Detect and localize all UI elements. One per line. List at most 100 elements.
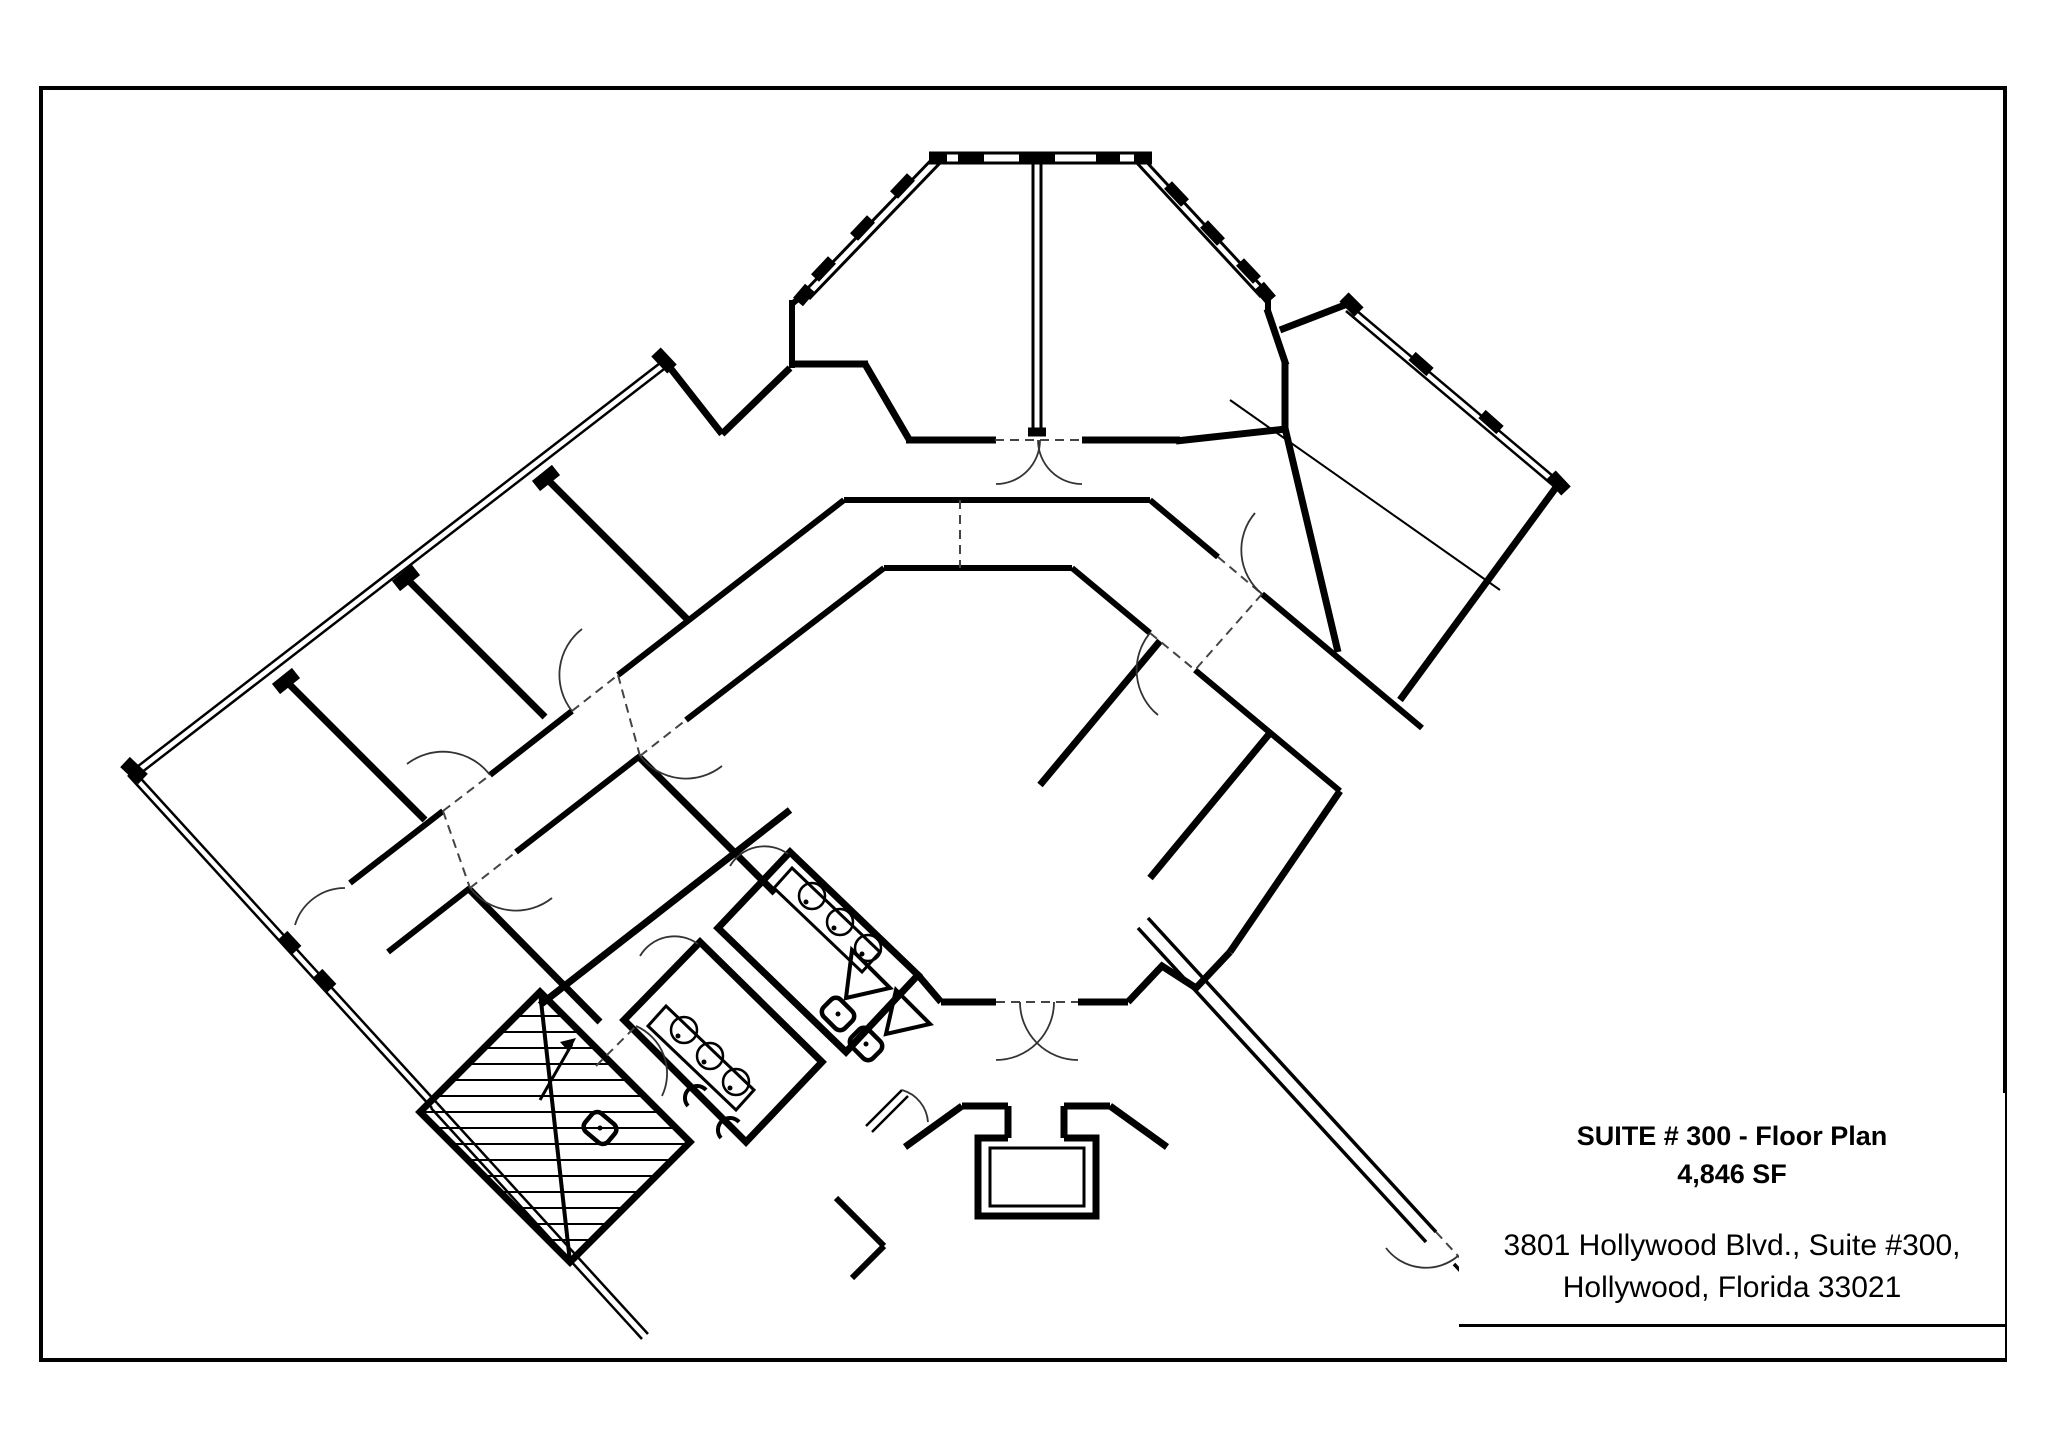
wall xyxy=(661,357,725,437)
wall xyxy=(537,807,793,1008)
door-swing-arc xyxy=(635,1025,668,1097)
wall xyxy=(616,497,846,678)
wall xyxy=(807,160,943,301)
wall xyxy=(1148,497,1220,560)
wall xyxy=(538,1043,574,1101)
wall xyxy=(1107,1103,1170,1150)
wall xyxy=(684,565,886,723)
wall xyxy=(488,708,574,778)
toilet-icon xyxy=(847,1025,885,1063)
fixture-dot-icon xyxy=(675,1033,681,1039)
wall xyxy=(1136,926,1428,1244)
toilet-icon xyxy=(581,1109,619,1147)
door-opening-dashed xyxy=(617,674,641,757)
wall xyxy=(1260,591,1424,731)
wall xyxy=(1175,425,1287,445)
wall xyxy=(713,847,923,1057)
wall xyxy=(811,256,836,282)
sink-icon xyxy=(669,1015,699,1045)
door-openings-group xyxy=(442,439,1461,1259)
door-swing-arc xyxy=(469,887,553,912)
wall xyxy=(637,755,778,896)
door-swing-arc xyxy=(1019,1001,1079,1061)
wall xyxy=(313,968,337,993)
wall xyxy=(127,774,433,1109)
sink-icon xyxy=(721,1067,751,1097)
wall xyxy=(278,930,302,955)
wall xyxy=(386,885,472,955)
door-swing-arc xyxy=(1240,512,1263,595)
fixture-dot-icon xyxy=(727,1085,733,1091)
sink-icon xyxy=(695,1041,725,1071)
toilet-icon xyxy=(819,995,857,1033)
door-opening-dashed xyxy=(1194,593,1263,671)
sink-icon xyxy=(797,881,827,911)
door-opening-dashed xyxy=(469,851,517,889)
wall xyxy=(619,937,827,1148)
plan-title-line1: SUITE # 300 - Floor Plan xyxy=(1576,1121,1888,1151)
door-opening-dashed xyxy=(442,774,491,812)
wall xyxy=(542,474,691,623)
wall xyxy=(1397,479,1563,703)
plan-address: 3801 Hollywood Blvd., Suite #300, Hollyw… xyxy=(1459,1225,2005,1309)
wall xyxy=(871,1095,909,1133)
wall xyxy=(282,677,428,823)
wall xyxy=(883,986,934,1037)
wall xyxy=(1254,281,1276,305)
wall xyxy=(402,574,548,720)
door-swing-arc xyxy=(1037,439,1083,485)
door-opening-dashed xyxy=(595,1025,637,1067)
walls-group xyxy=(39,86,2007,1362)
wall xyxy=(974,1134,1100,1220)
wall xyxy=(430,1107,643,1340)
wall xyxy=(1147,730,1273,881)
door-swing-arc xyxy=(406,750,491,776)
door-swing-arc xyxy=(1135,632,1159,716)
door-swing-arc xyxy=(558,628,583,712)
wall xyxy=(890,173,915,199)
fixture-dot-icon xyxy=(803,899,809,905)
door-opening-dashed xyxy=(1435,1231,1461,1259)
wall xyxy=(850,215,875,241)
title-block: SUITE # 300 - Floor Plan 4,846 SF 3801 H… xyxy=(1459,1093,2005,1358)
wall xyxy=(436,1102,649,1335)
wall xyxy=(514,753,642,855)
stair-direction-arrowhead-icon xyxy=(560,1038,576,1052)
wall xyxy=(1193,667,1342,794)
wall xyxy=(915,972,944,1005)
door-swing-arc xyxy=(639,935,699,957)
wall xyxy=(467,887,603,1025)
wall xyxy=(1349,304,1561,483)
fixture-dot-icon xyxy=(859,951,865,957)
wall xyxy=(1339,292,1364,317)
page-border xyxy=(39,86,2007,1362)
fixtures-group xyxy=(560,881,885,1147)
wall xyxy=(1134,160,1263,299)
wall xyxy=(719,365,793,437)
wall xyxy=(902,1103,965,1150)
door-opening-dashed xyxy=(571,674,619,712)
wall xyxy=(843,945,894,1001)
wall xyxy=(1345,310,1557,489)
plan-title: SUITE # 300 - Floor Plan 4,846 SF xyxy=(1459,1117,2005,1193)
door-opening-dashed xyxy=(442,810,471,889)
wall xyxy=(865,1089,903,1127)
fixture-dot-icon xyxy=(831,925,837,931)
door-swing-arc xyxy=(995,1001,1055,1061)
door-swing-arc xyxy=(639,755,723,780)
wall xyxy=(988,1146,1086,1208)
plan-address-line2: Hollywood, Florida 33021 xyxy=(1562,1271,1902,1304)
wall xyxy=(1229,399,1501,591)
wall xyxy=(1236,258,1261,284)
door-swing-arc xyxy=(1385,1247,1459,1269)
door-arcs-group xyxy=(294,439,1459,1269)
title-block-inner: SUITE # 300 - Floor Plan 4,846 SF 3801 H… xyxy=(1459,1093,2005,1327)
wall xyxy=(1278,299,1352,334)
door-opening-dashed xyxy=(639,719,687,757)
sink-icon xyxy=(825,907,855,937)
wall xyxy=(1408,351,1434,377)
door-swing-arc xyxy=(995,439,1041,485)
wall xyxy=(1200,220,1225,246)
wall xyxy=(132,359,665,771)
